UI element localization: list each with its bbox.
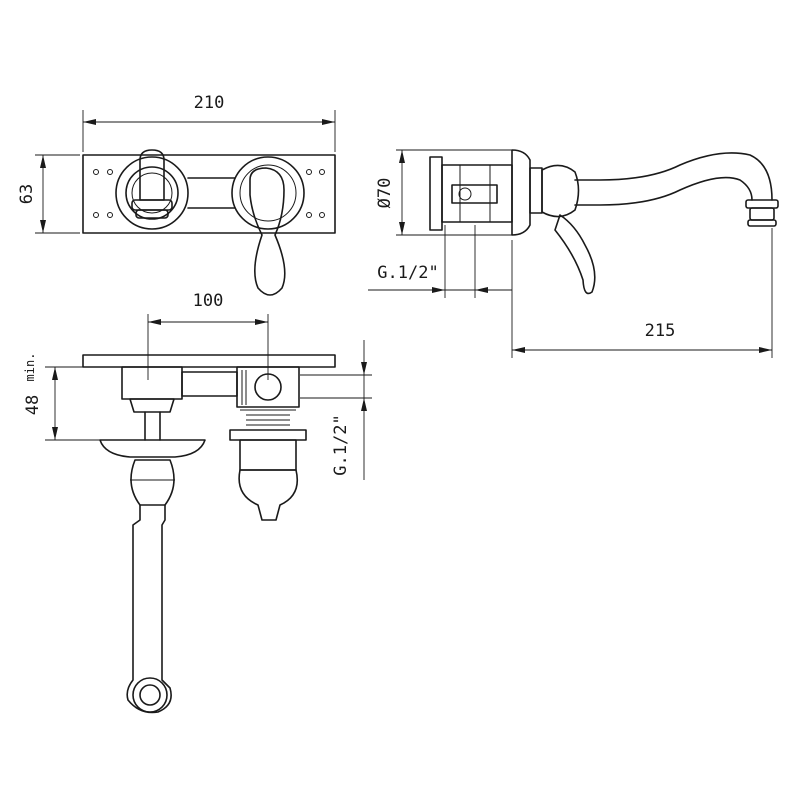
mixer-cap bbox=[229, 429, 307, 441]
connecting-bar bbox=[187, 177, 236, 209]
dim-48: 48 min. bbox=[23, 353, 120, 441]
dim-210-label: 210 bbox=[194, 93, 225, 113]
dim-thread-side-label: G.1/2" bbox=[377, 263, 438, 283]
dim-thread-top-label: G.1/2" bbox=[331, 414, 351, 475]
long-spout bbox=[126, 504, 172, 714]
dim-100: 100 bbox=[147, 291, 269, 380]
dim-215-label: 215 bbox=[645, 321, 676, 341]
dim-215: 215 bbox=[511, 228, 773, 358]
spout-outlet-outer bbox=[132, 677, 168, 713]
wall-box bbox=[429, 156, 443, 231]
spout-ball-top bbox=[130, 459, 175, 506]
spout-ball bbox=[541, 164, 580, 218]
side-lever bbox=[554, 214, 596, 295]
dim-48-min-label: min. bbox=[23, 353, 37, 382]
screw-holes bbox=[93, 169, 325, 218]
mixer-body bbox=[239, 439, 297, 471]
spout-upper bbox=[574, 152, 773, 201]
aerator bbox=[745, 199, 779, 209]
side-view: Ø70 G.1/2" 215 bbox=[368, 149, 779, 358]
spout-cup bbox=[99, 439, 206, 458]
dim-thread-top: G.1/2" bbox=[300, 340, 372, 480]
dim-48-label: 48 bbox=[23, 395, 43, 415]
lever-handle bbox=[249, 167, 286, 296]
dim-thread-side: G.1/2" bbox=[368, 225, 512, 298]
plate-edge bbox=[82, 354, 336, 368]
spout-rosette bbox=[115, 149, 189, 230]
wall-plate bbox=[82, 154, 336, 234]
top-view: 100 48 min. G.1/2" bbox=[23, 291, 372, 714]
side-rosette bbox=[511, 149, 531, 236]
spout-lower bbox=[574, 176, 753, 206]
spout-body bbox=[121, 366, 183, 400]
front-view: 210 63 bbox=[17, 93, 336, 296]
dim-63-label: 63 bbox=[17, 184, 37, 204]
dim-210: 210 bbox=[82, 93, 336, 152]
spout-outlet-inner bbox=[139, 684, 161, 706]
dim-100-label: 100 bbox=[193, 291, 224, 311]
mixer-rosette bbox=[231, 156, 305, 230]
dim-70: Ø70 bbox=[375, 149, 512, 236]
dim-70-label: Ø70 bbox=[375, 178, 395, 209]
mixer-lever bbox=[238, 469, 299, 521]
dim-63: 63 bbox=[17, 154, 80, 234]
